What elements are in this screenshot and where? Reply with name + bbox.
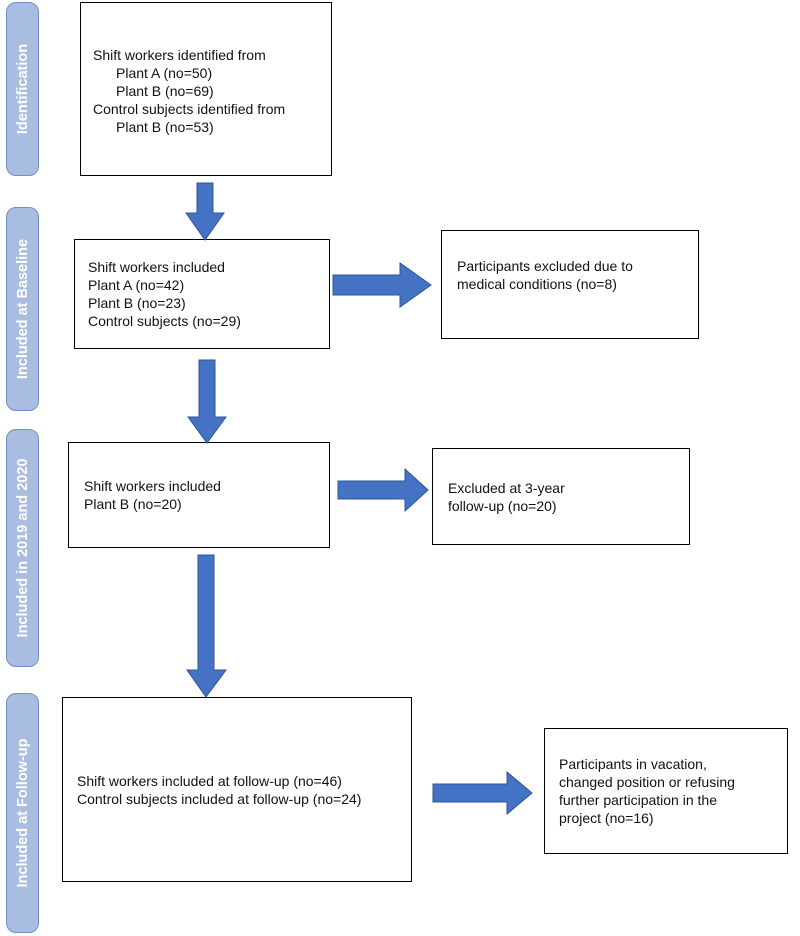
right-arrow-icon <box>332 262 432 308</box>
box-line: Plant B (no=23) <box>88 295 186 311</box>
box-line: Participants excluded due to <box>457 258 633 274</box>
follow-up-included-box: Shift workers included at follow-up (no=… <box>62 697 412 882</box>
box-line: Control subjects included at follow-up (… <box>77 790 362 807</box>
phase-included-2019-2020: Included in 2019 and 2020 <box>6 429 39 667</box>
box-line: Plant B (no=69) <box>116 83 214 99</box>
box-line: changed position or refusing <box>559 774 735 790</box>
box-line: Plant A (no=50) <box>116 65 213 81</box>
identification-box: Shift workers identified from Plant A (n… <box>80 2 332 176</box>
down-arrow-icon <box>185 182 225 241</box>
phase-identification: Identification <box>6 2 39 176</box>
box-line: Plant B (no=53) <box>116 119 214 135</box>
box-line: Plant B (no=20) <box>84 496 182 512</box>
right-arrow-icon <box>337 467 429 513</box>
box-line: Plant A (no=42) <box>88 277 185 293</box>
box-line: Excluded at 3-year <box>448 479 565 496</box>
box-line: further participation in the <box>559 792 717 808</box>
phase-included-at-follow-up: Included at Follow-up <box>6 693 39 933</box>
follow-up-excluded-box: Participants in vacation, changed positi… <box>544 728 788 854</box>
box-line: Shift workers included at follow-up (no=… <box>77 772 342 789</box>
baseline-included-box: Shift workers included Plant A (no=42) P… <box>74 239 330 349</box>
right-arrow-icon <box>432 770 533 816</box>
box-line: follow-up (no=20) <box>448 497 557 514</box>
box-line: Shift workers identified from <box>93 47 266 63</box>
box-line: medical conditions (no=8) <box>457 276 617 292</box>
box-line: Shift workers included <box>88 259 225 275</box>
down-arrow-icon <box>186 554 227 698</box>
baseline-excluded-box: Participants excluded due to medical con… <box>441 230 699 339</box>
phase-included-at-baseline: Included at Baseline <box>6 207 39 411</box>
included-2019-2020-box: Shift workers included Plant B (no=20) <box>68 442 330 548</box>
box-line: Control subjects (no=29) <box>88 313 241 329</box>
down-arrow-icon <box>187 359 227 444</box>
box-line: project (no=16) <box>559 810 654 826</box>
box-line: Control subjects identified from <box>93 101 286 117</box>
excluded-3-year-box: Excluded at 3-year follow-up (no=20) <box>432 448 690 545</box>
box-line: Participants in vacation, <box>559 756 707 772</box>
box-line: Shift workers included <box>84 478 221 494</box>
